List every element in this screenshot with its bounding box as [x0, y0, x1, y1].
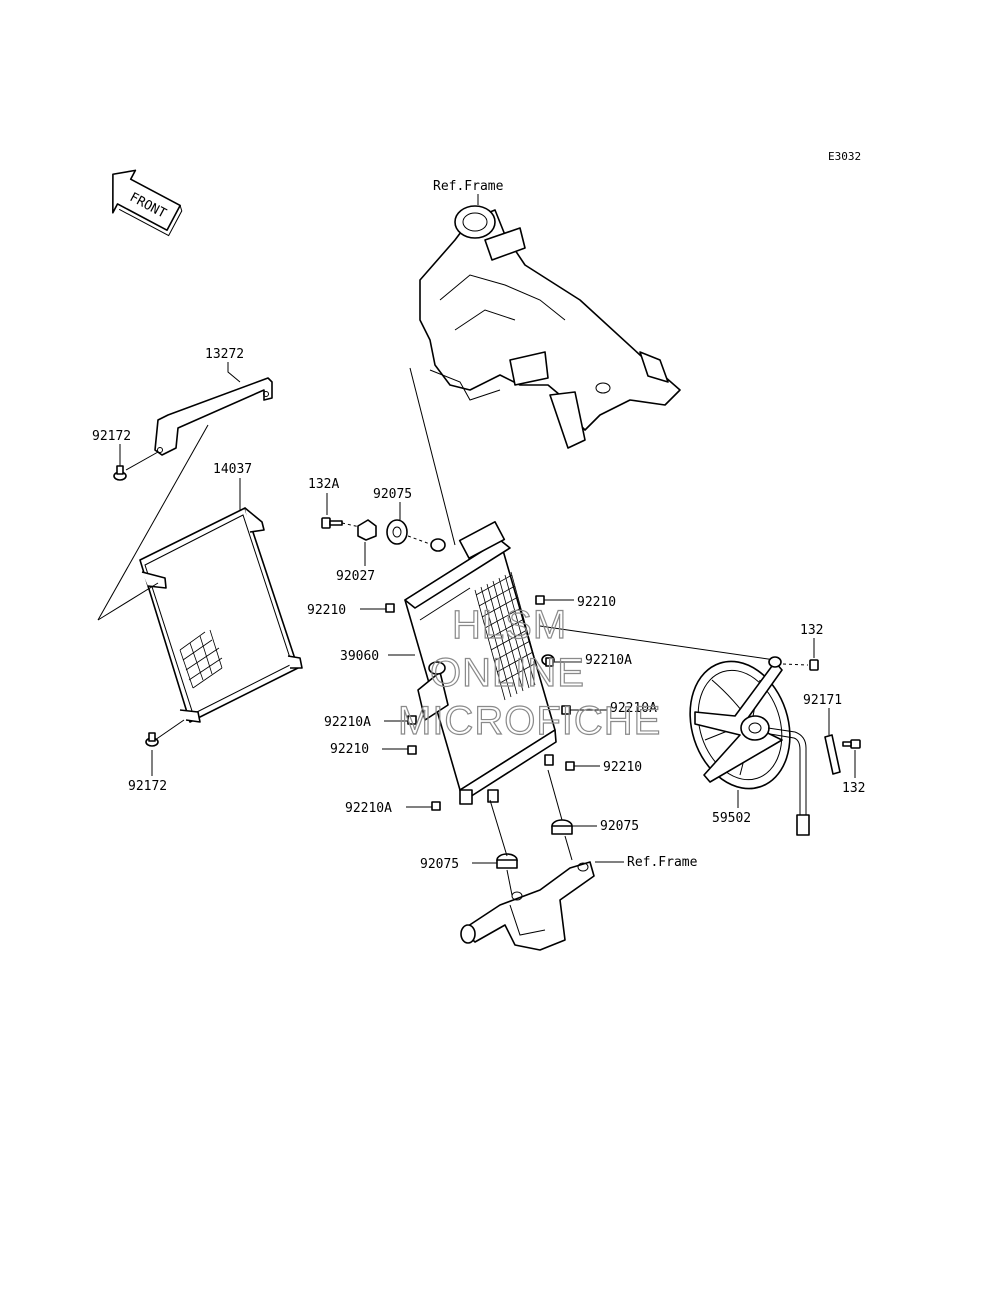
grommet-92075-right [551, 819, 573, 835]
label-92027: 92027 [336, 569, 375, 584]
collar-92027 [357, 519, 377, 541]
ref-frame-bottom-label: Ref.Frame [627, 855, 698, 870]
screen-mesh [179, 629, 223, 689]
label-14037: 14037 [213, 462, 252, 477]
upper-frame [419, 205, 681, 449]
grommet-92075-left [496, 853, 518, 869]
label-92210-left-mid: 92210 [330, 742, 369, 757]
fan-59502 [689, 656, 810, 836]
label-92210A-right-mid: 92210A [610, 701, 657, 716]
label-92075-top: 92075 [373, 487, 412, 502]
radiator-fins [474, 571, 542, 701]
label-132-right: 132 [842, 781, 865, 796]
watermark-line-3: MICROFICHE [398, 699, 661, 743]
lower-frame [460, 861, 595, 951]
front-arrow-icon: FRONT [112, 169, 183, 237]
screw-92172-top [113, 465, 127, 481]
ref-frame-top-label: Ref.Frame [433, 179, 504, 194]
label-13272: 13272 [205, 347, 244, 362]
grommet-92075-top [386, 519, 408, 545]
label-92075-right: 92075 [600, 819, 639, 834]
label-92172-top: 92172 [92, 429, 131, 444]
watermark: HLSM ONLINE MICROFICHE [397, 602, 661, 743]
label-92172-bottom: 92172 [128, 779, 167, 794]
label-92210A-right-top: 92210A [585, 653, 632, 668]
label-92210-right-top: 92210 [577, 595, 616, 610]
label-92210A-left-mid: 92210A [324, 715, 371, 730]
label-92210-left-top: 92210 [307, 603, 346, 618]
label-92075-left: 92075 [420, 857, 459, 872]
label-92171: 92171 [803, 693, 842, 708]
bolt-132-right [842, 739, 861, 749]
screw-92172-bottom [145, 732, 159, 747]
label-92210A-left-low: 92210A [345, 801, 392, 816]
clip-nuts [385, 595, 575, 811]
bolt-132A [321, 517, 343, 529]
watermark-line-2: ONLINE [430, 651, 585, 695]
watermark-line-1: HLSM [452, 603, 567, 647]
label-92210-right-low: 92210 [603, 760, 642, 775]
clamp-92171 [824, 734, 841, 775]
bolt-132-top [809, 659, 819, 671]
label-39060: 39060 [340, 649, 379, 664]
bracket-13272 [154, 377, 273, 456]
diagram-code: E3032 [828, 150, 861, 163]
radiator-39060 [404, 520, 557, 805]
radiator-screen-14037 [139, 507, 303, 723]
label-132A: 132A [308, 477, 339, 492]
label-132-top: 132 [800, 623, 823, 638]
label-59502: 59502 [712, 811, 751, 826]
